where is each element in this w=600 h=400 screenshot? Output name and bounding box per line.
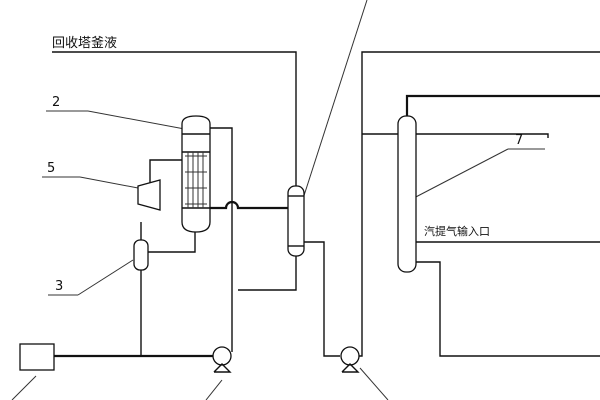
exchanger-return-line [238,256,297,291]
evaporator-2 [181,115,211,233]
column-bottom-outlet [406,261,600,357]
separator-vessel [133,239,149,271]
pump-2 [340,346,360,373]
leader-7 [409,148,509,201]
leader-5 [79,176,139,189]
pump-2-body [340,346,360,366]
tank-body [19,343,55,371]
leader-tank [11,375,37,400]
evaporator-return-line [210,127,233,352]
separator-3 [133,239,149,271]
label-2: 2 [52,95,60,110]
evaporator-to-separator [148,230,196,253]
pump-1 [212,346,232,373]
recovery-bottoms-label: 回收塔釜液 [52,36,117,51]
exchanger-to-pump-2 [304,241,340,357]
column-top-outlet [405,94,600,118]
stripping-column-7 [397,115,417,273]
column-shell [397,115,417,273]
leader-pump-1 [205,379,223,400]
leader-3 [77,259,134,296]
stripping-gas-inlet-label: 汽提气输入口 [424,224,490,238]
leader-top-diagonal [299,0,368,209]
leader-2 [87,110,191,131]
heat-exchanger [287,185,305,257]
recovery-bottoms-line [52,51,297,186]
pump-1-body [212,346,232,366]
pump-1-base [213,363,232,373]
evaporator-to-exchanger [210,200,288,210]
piping [52,51,600,358]
pump-2-base [341,363,360,373]
compressor-body [137,179,161,211]
pump-2-riser [358,51,600,357]
label-5: 5 [47,161,55,176]
leader-pump-2 [359,367,389,400]
storage-tank [19,343,55,371]
compressor-5 [137,179,161,211]
leader-lines [11,0,545,400]
exchanger-shell [287,185,305,257]
compressor-to-evaporator [149,159,182,190]
label-7: 7 [515,133,523,148]
label-3: 3 [55,279,63,294]
column-side-line [416,133,549,138]
